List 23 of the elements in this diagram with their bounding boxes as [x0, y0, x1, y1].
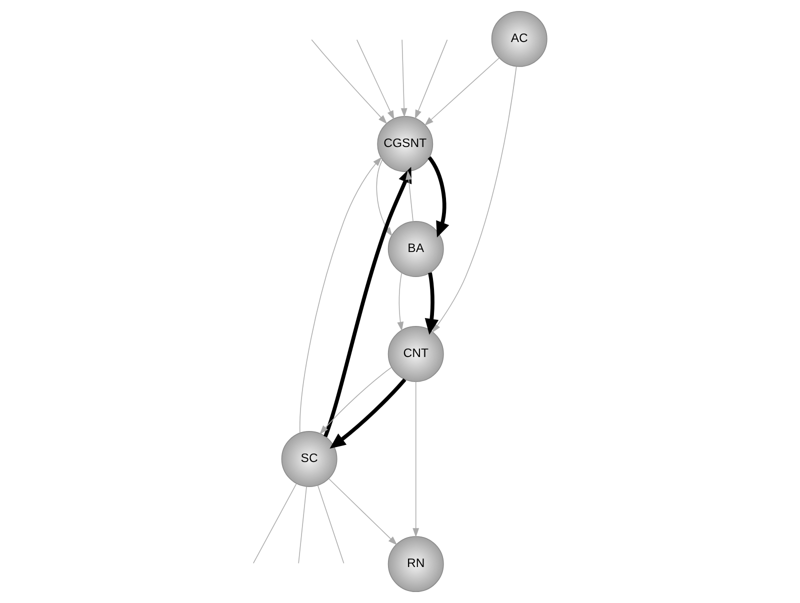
arrow [424, 58, 500, 126]
arrow [428, 156, 450, 238]
arrow [432, 66, 517, 333]
arrow [406, 170, 414, 222]
connector [298, 486, 307, 564]
node-circle: BA [388, 221, 444, 277]
arrow [324, 166, 412, 438]
arrow [414, 39, 448, 120]
arrow [424, 272, 439, 335]
arrow [300, 157, 382, 434]
arrow [397, 272, 404, 332]
arrow [328, 478, 398, 546]
arrow [400, 39, 408, 118]
arrow [330, 378, 406, 449]
arrow [412, 381, 420, 538]
connector [317, 485, 344, 564]
arrow [356, 39, 394, 120]
node-circle: CNT [388, 326, 444, 382]
connector [252, 483, 297, 564]
arrow [319, 367, 392, 434]
node-circle: SC [281, 431, 338, 487]
node-circle: AC [491, 10, 548, 67]
arrow [311, 39, 388, 124]
